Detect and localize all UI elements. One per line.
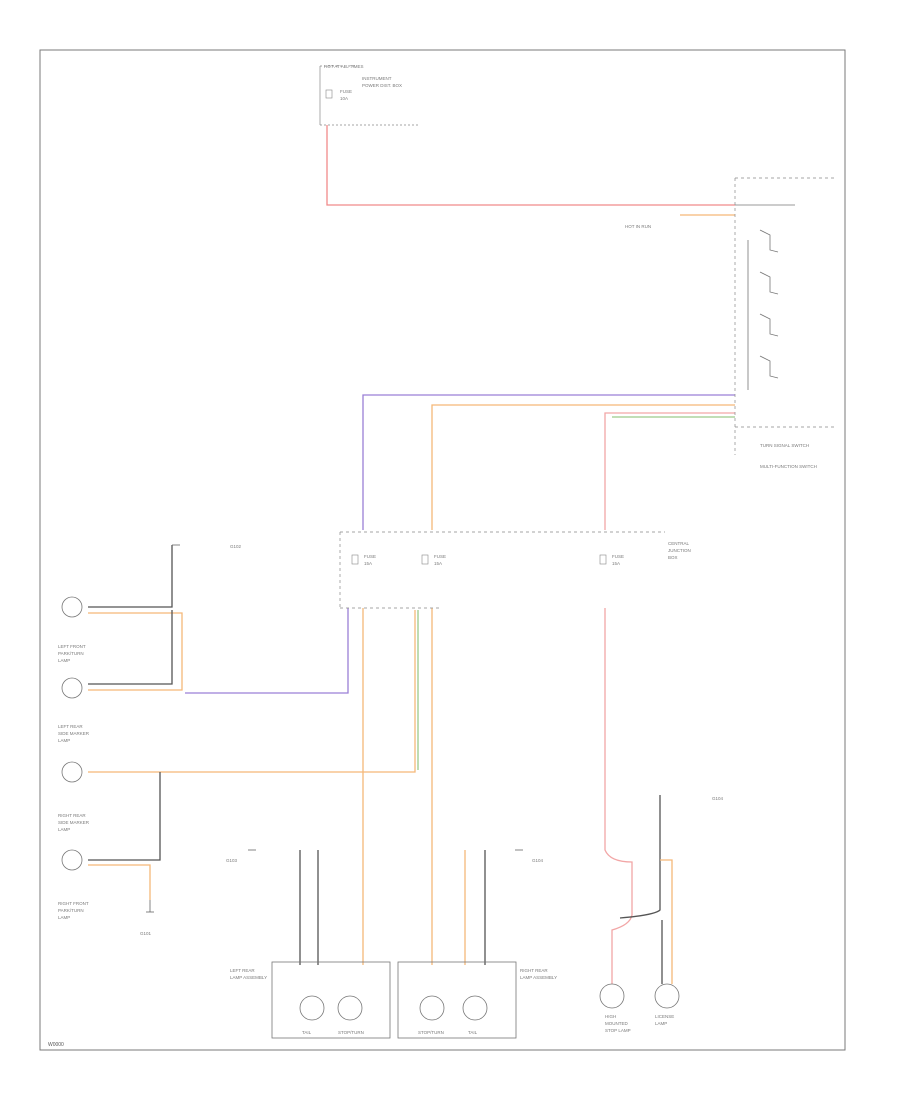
lamp-label-lf-3: LAMP — [58, 658, 70, 663]
diagram-reference: W0000 — [48, 1042, 64, 1048]
wire-orange-lf-park — [88, 612, 183, 691]
left-stop-turn-bulb — [337, 995, 363, 1021]
right-rear-assy-label-2: LAMP ASSEMBLY — [520, 975, 557, 980]
hot-label: HOT AT ALL TIMES — [324, 64, 364, 69]
ground-label-5: G104 — [712, 796, 724, 801]
multi-function-label: MULTI-FUNCTION SWITCH — [760, 464, 817, 469]
fuse-amp-label: 10A — [340, 96, 348, 101]
fuse-box-name-1: INSTRUMENT — [362, 76, 392, 81]
fuse-box-name-2: POWER DIST. BOX — [362, 83, 402, 88]
lamp-label-lf-2: PARK/TURN — [58, 651, 84, 656]
jb-name-2: JUNCTION — [668, 548, 691, 553]
jb-amp-2: 15A — [434, 561, 442, 566]
high-stop-label-2: MOUNTED — [605, 1021, 628, 1026]
right-tail-label: TAIL — [468, 1030, 478, 1035]
right-stop-turn-bulb — [419, 995, 445, 1021]
turn-switch-label: TURN SIGNAL SWITCH — [760, 443, 809, 448]
wire-pink-high-stop — [604, 608, 633, 984]
lamp-label-rf-2: PARK/TURN — [58, 908, 84, 913]
left-rear-assy-label-2: LAMP ASSEMBLY — [230, 975, 267, 980]
lamp-label-lr-1: LEFT REAR — [58, 724, 83, 729]
right-rear-lamp-assembly: RIGHT REAR LAMP ASSEMBLY STOP/TURN TAIL — [397, 961, 557, 1039]
left-rear-assy-label-1: LEFT REAR — [230, 968, 255, 973]
ground-label-1: G101 — [140, 931, 152, 936]
right-rear-side-marker-lamp — [61, 849, 83, 871]
ground-label-4: G104 — [532, 858, 544, 863]
license-lamp: LICENSE LAMP — [654, 983, 680, 1026]
wire-orange-left-rear-side — [88, 610, 416, 773]
left-tail-bulb — [299, 995, 325, 1021]
high-stop-lamp: HIGH MOUNTED STOP LAMP — [599, 983, 631, 1033]
ground-label-3: G103 — [226, 858, 238, 863]
right-stopturn-label: STOP/TURN — [418, 1030, 444, 1035]
license-label-2: LAMP — [655, 1021, 667, 1026]
wire-orange-right-turn — [431, 404, 735, 530]
wire-black-side-ground — [88, 772, 161, 861]
wire-black-lf-ground — [88, 545, 173, 608]
ground-g101 — [146, 900, 154, 913]
high-stop-label-1: HIGH — [605, 1014, 616, 1019]
jb-fuse-3: FUSE — [612, 554, 624, 559]
jb-amp-1: 15A — [364, 561, 372, 566]
wire-black-lf2 — [88, 610, 173, 685]
lamp-label-rr-3: LAMP — [58, 827, 70, 832]
lamp-label-rf-1: RIGHT FRONT — [58, 901, 89, 906]
lamp-label-lr-2: SIDE MARKER — [58, 731, 90, 736]
lamp-label-rr-1: RIGHT REAR — [58, 813, 86, 818]
central-junction-box: CENTRAL JUNCTION BOX FUSE FUSE FUSE 15A … — [339, 531, 691, 609]
jb-fuse-2: FUSE — [434, 554, 446, 559]
right-rear-assy-label-1: RIGHT REAR — [520, 968, 548, 973]
jb-amp-3: 15A — [612, 561, 620, 566]
lamp-label-lf-1: LEFT FRONT — [58, 644, 86, 649]
lamp-label-lr-3: LAMP — [58, 738, 70, 743]
wire-violet-left-turn — [362, 394, 735, 530]
jb-fuse-1: FUSE — [364, 554, 376, 559]
left-front-park-lamp-2 — [61, 677, 83, 699]
wire-red-battery — [326, 125, 735, 206]
wire-violet-lf-park — [185, 608, 349, 694]
wire-orange-right-rear-side — [88, 864, 151, 900]
left-tail-label: TAIL — [302, 1030, 312, 1035]
multi-function-switch: TURN SIGNAL SWITCH MULTI-FUNCTION SWITCH… — [625, 177, 835, 469]
jb-name-3: BOX — [668, 555, 678, 560]
left-rear-lamp-assembly: LEFT REAR LAMP ASSEMBLY TAIL STOP/TURN — [230, 961, 391, 1039]
jb-name-1: CENTRAL — [668, 541, 690, 546]
hot-in-run-label: HOT IN RUN — [625, 224, 651, 229]
left-stopturn-label: STOP/TURN — [338, 1030, 364, 1035]
left-front-park-lamp — [61, 596, 83, 618]
license-label-1: LICENSE — [655, 1014, 674, 1019]
top-fuse-block: HOT AT ALL TIMES FUSE 10A INSTRUMENT POW… — [319, 64, 420, 126]
wire-pink-stop — [604, 412, 735, 530]
left-rear-side-marker-lamp — [61, 761, 83, 783]
wire-orange-license — [660, 859, 673, 984]
left-lamp-group: LEFT FRONT PARK/TURN LAMP LEFT REAR SIDE… — [58, 596, 90, 920]
wire-layer — [88, 125, 735, 984]
right-tail-bulb — [462, 995, 488, 1021]
diagram-frame — [39, 49, 846, 1051]
high-stop-label-3: STOP LAMP — [605, 1028, 631, 1033]
wire-black-high-stop-ground — [619, 795, 661, 919]
ground-symbols — [146, 544, 523, 913]
fuse-label: FUSE — [340, 89, 352, 94]
lamp-label-rf-3: LAMP — [58, 915, 70, 920]
ground-label-2: G102 — [230, 544, 242, 549]
lamp-label-rr-2: SIDE MARKER — [58, 820, 90, 825]
